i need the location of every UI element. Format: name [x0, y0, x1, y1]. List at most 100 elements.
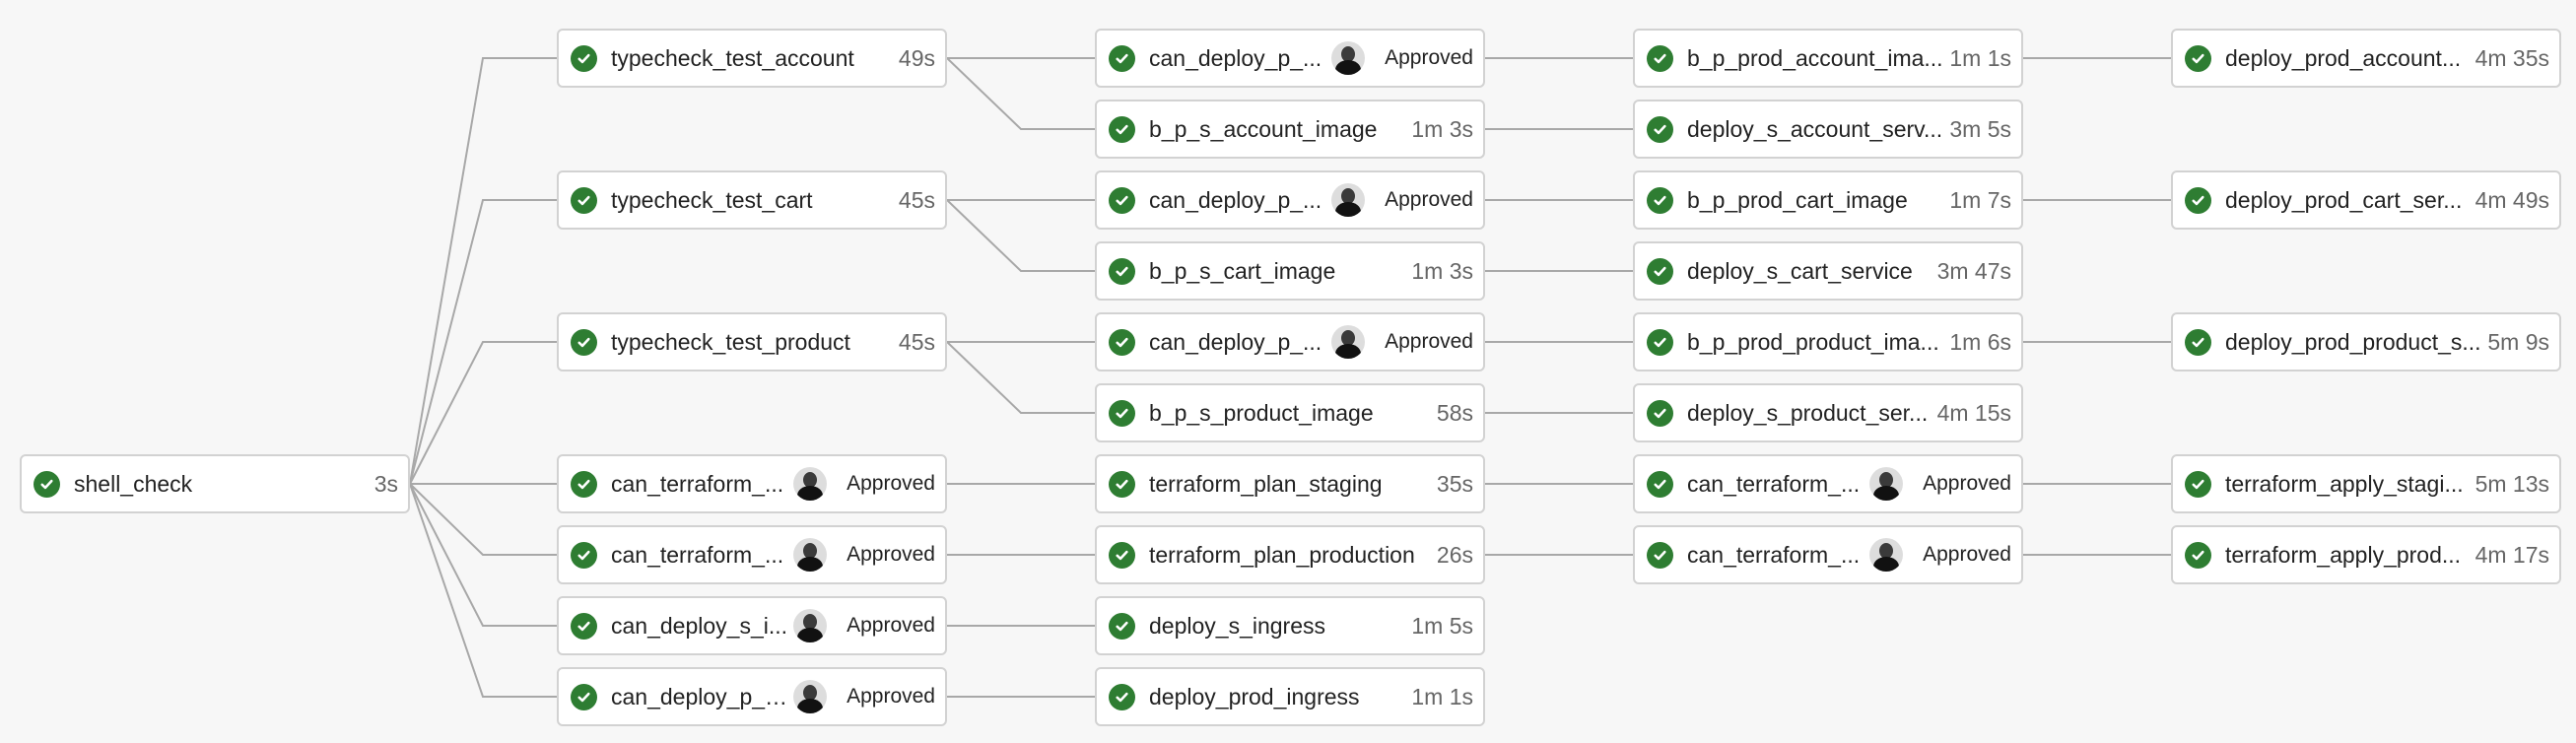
check-circle-icon: [1109, 257, 1135, 285]
job-name: terraform_plan_production: [1149, 541, 1415, 568]
approval-status: Approved: [1385, 330, 1473, 353]
job-duration: 4m 49s: [2474, 186, 2549, 213]
job-name: deploy_s_cart_service: [1687, 257, 1913, 284]
approval-status: Approved: [847, 543, 935, 566]
job-4-0[interactable]: deploy_prod_account...4m 35s: [2171, 29, 2561, 88]
job-name: can_terraform_...: [1687, 541, 1861, 568]
job-2-0[interactable]: can_deploy_p_... Approved: [1095, 29, 1485, 88]
check-circle-icon: [1109, 186, 1135, 214]
job-name: deploy_s_account_serv...: [1687, 115, 1943, 142]
check-circle-icon: [2185, 44, 2211, 72]
approver-avatar: [1869, 467, 1904, 501]
job-name: b_p_s_cart_image: [1149, 257, 1336, 284]
edge-6: [409, 483, 557, 698]
job-duration: 1m 1s: [1949, 44, 2011, 71]
job-duration: 4m 17s: [2474, 541, 2549, 568]
job-2-5[interactable]: b_p_s_product_image 58s: [1095, 383, 1485, 442]
job-1-1[interactable]: typecheck_test_cart 45s: [557, 170, 947, 230]
job-duration: 45s: [898, 328, 935, 355]
job-4-3[interactable]: terraform_apply_stagi... 5m 13s: [2171, 454, 2561, 513]
job-duration: 49s: [898, 44, 935, 71]
job-name: terraform_apply_stagi...: [2225, 470, 2464, 497]
check-circle-icon: [1647, 541, 1673, 569]
job-duration: 3s: [373, 470, 398, 497]
approver-avatar: [793, 680, 828, 713]
job-duration: 1m 1s: [1411, 683, 1473, 709]
check-circle-icon: [1109, 470, 1135, 498]
job-2-1[interactable]: b_p_s_account_image 1m 3s: [1095, 100, 1485, 159]
job-duration: 5m 13s: [2474, 470, 2549, 497]
job-name: b_p_prod_account_ima...: [1687, 44, 1943, 71]
job-2-3[interactable]: b_p_s_cart_image 1m 3s: [1095, 241, 1485, 301]
job-duration: 3m 47s: [1936, 257, 2011, 284]
job-name: terraform_plan_staging: [1149, 470, 1383, 497]
job-4-2[interactable]: deploy_prod_product_s...5m 9s: [2171, 312, 2561, 372]
job-name: can_deploy_p_...: [1149, 186, 1322, 213]
job-name: typecheck_test_cart: [611, 186, 813, 213]
check-circle-icon: [1647, 328, 1673, 356]
job-4-1[interactable]: deploy_prod_cart_ser... 4m 49s: [2171, 170, 2561, 230]
job-name: can_deploy_p_...: [1149, 44, 1322, 71]
edge-4: [409, 483, 557, 556]
job-name: b_p_s_account_image: [1149, 115, 1378, 142]
job-3-7[interactable]: can_terraform_...Approved: [1633, 525, 2023, 584]
approval-status: Approved: [1385, 46, 1473, 69]
check-circle-icon: [571, 470, 597, 498]
check-circle-icon: [1109, 328, 1135, 356]
job-3-6[interactable]: can_terraform_...Approved: [1633, 454, 2023, 513]
job-duration: 58s: [1436, 399, 1473, 426]
job-4-4[interactable]: terraform_apply_prod...4m 17s: [2171, 525, 2561, 584]
check-circle-icon: [571, 612, 597, 640]
job-1-4[interactable]: can_terraform_...Approved: [557, 525, 947, 584]
job-name: can_terraform_...: [1687, 470, 1861, 497]
check-circle-icon: [1109, 44, 1135, 72]
job-3-0[interactable]: b_p_prod_account_ima...1m 1s: [1633, 29, 2023, 88]
check-circle-icon: [1109, 115, 1135, 143]
job-name: deploy_prod_ingress: [1149, 683, 1360, 709]
job-name: b_p_prod_product_ima...: [1687, 328, 1939, 355]
job-duration: 45s: [898, 186, 935, 213]
check-circle-icon: [2185, 470, 2211, 498]
job-name: typecheck_test_product: [611, 328, 850, 355]
edge-0: [409, 57, 557, 485]
job-name: deploy_prod_cart_ser...: [2225, 186, 2463, 213]
check-circle-icon: [34, 470, 60, 498]
job-duration: 1m 3s: [1411, 115, 1473, 142]
job-1-2[interactable]: typecheck_test_product 45s: [557, 312, 947, 372]
job-1-5[interactable]: can_deploy_s_i...Approved: [557, 596, 947, 655]
job-name: b_p_s_product_image: [1149, 399, 1374, 426]
check-circle-icon: [1109, 399, 1135, 427]
job-duration: 3m 5s: [1949, 115, 2011, 142]
approver-avatar: [1331, 183, 1366, 217]
job-duration: 1m 5s: [1411, 612, 1473, 639]
job-2-4[interactable]: can_deploy_p_...Approved: [1095, 312, 1485, 372]
approver-avatar: [793, 467, 828, 501]
job-2-2[interactable]: can_deploy_p_...Approved: [1095, 170, 1485, 230]
check-circle-icon: [1647, 257, 1673, 285]
job-name: deploy_prod_account...: [2225, 44, 2462, 71]
job-3-1[interactable]: deploy_s_account_serv...3m 5s: [1633, 100, 2023, 159]
edge-5: [409, 483, 557, 627]
check-circle-icon: [1647, 470, 1673, 498]
job-1-3[interactable]: can_terraform_...Approved: [557, 454, 947, 513]
approver-avatar: [1331, 41, 1366, 75]
check-circle-icon: [1647, 399, 1673, 427]
check-circle-icon: [1647, 115, 1673, 143]
job-duration: 1m 3s: [1411, 257, 1473, 284]
job-name: b_p_prod_cart_image: [1687, 186, 1908, 213]
job-3-4[interactable]: b_p_prod_product_ima...1m 6s: [1633, 312, 2023, 372]
job-1-6[interactable]: can_deploy_p_i...Approved: [557, 667, 947, 726]
job-2-9[interactable]: deploy_prod_ingress 1m 1s: [1095, 667, 1485, 726]
job-3-3[interactable]: deploy_s_cart_service 3m 47s: [1633, 241, 2023, 301]
check-circle-icon: [1647, 44, 1673, 72]
check-circle-icon: [2185, 541, 2211, 569]
job-3-5[interactable]: deploy_s_product_ser...4m 15s: [1633, 383, 2023, 442]
check-circle-icon: [571, 683, 597, 710]
